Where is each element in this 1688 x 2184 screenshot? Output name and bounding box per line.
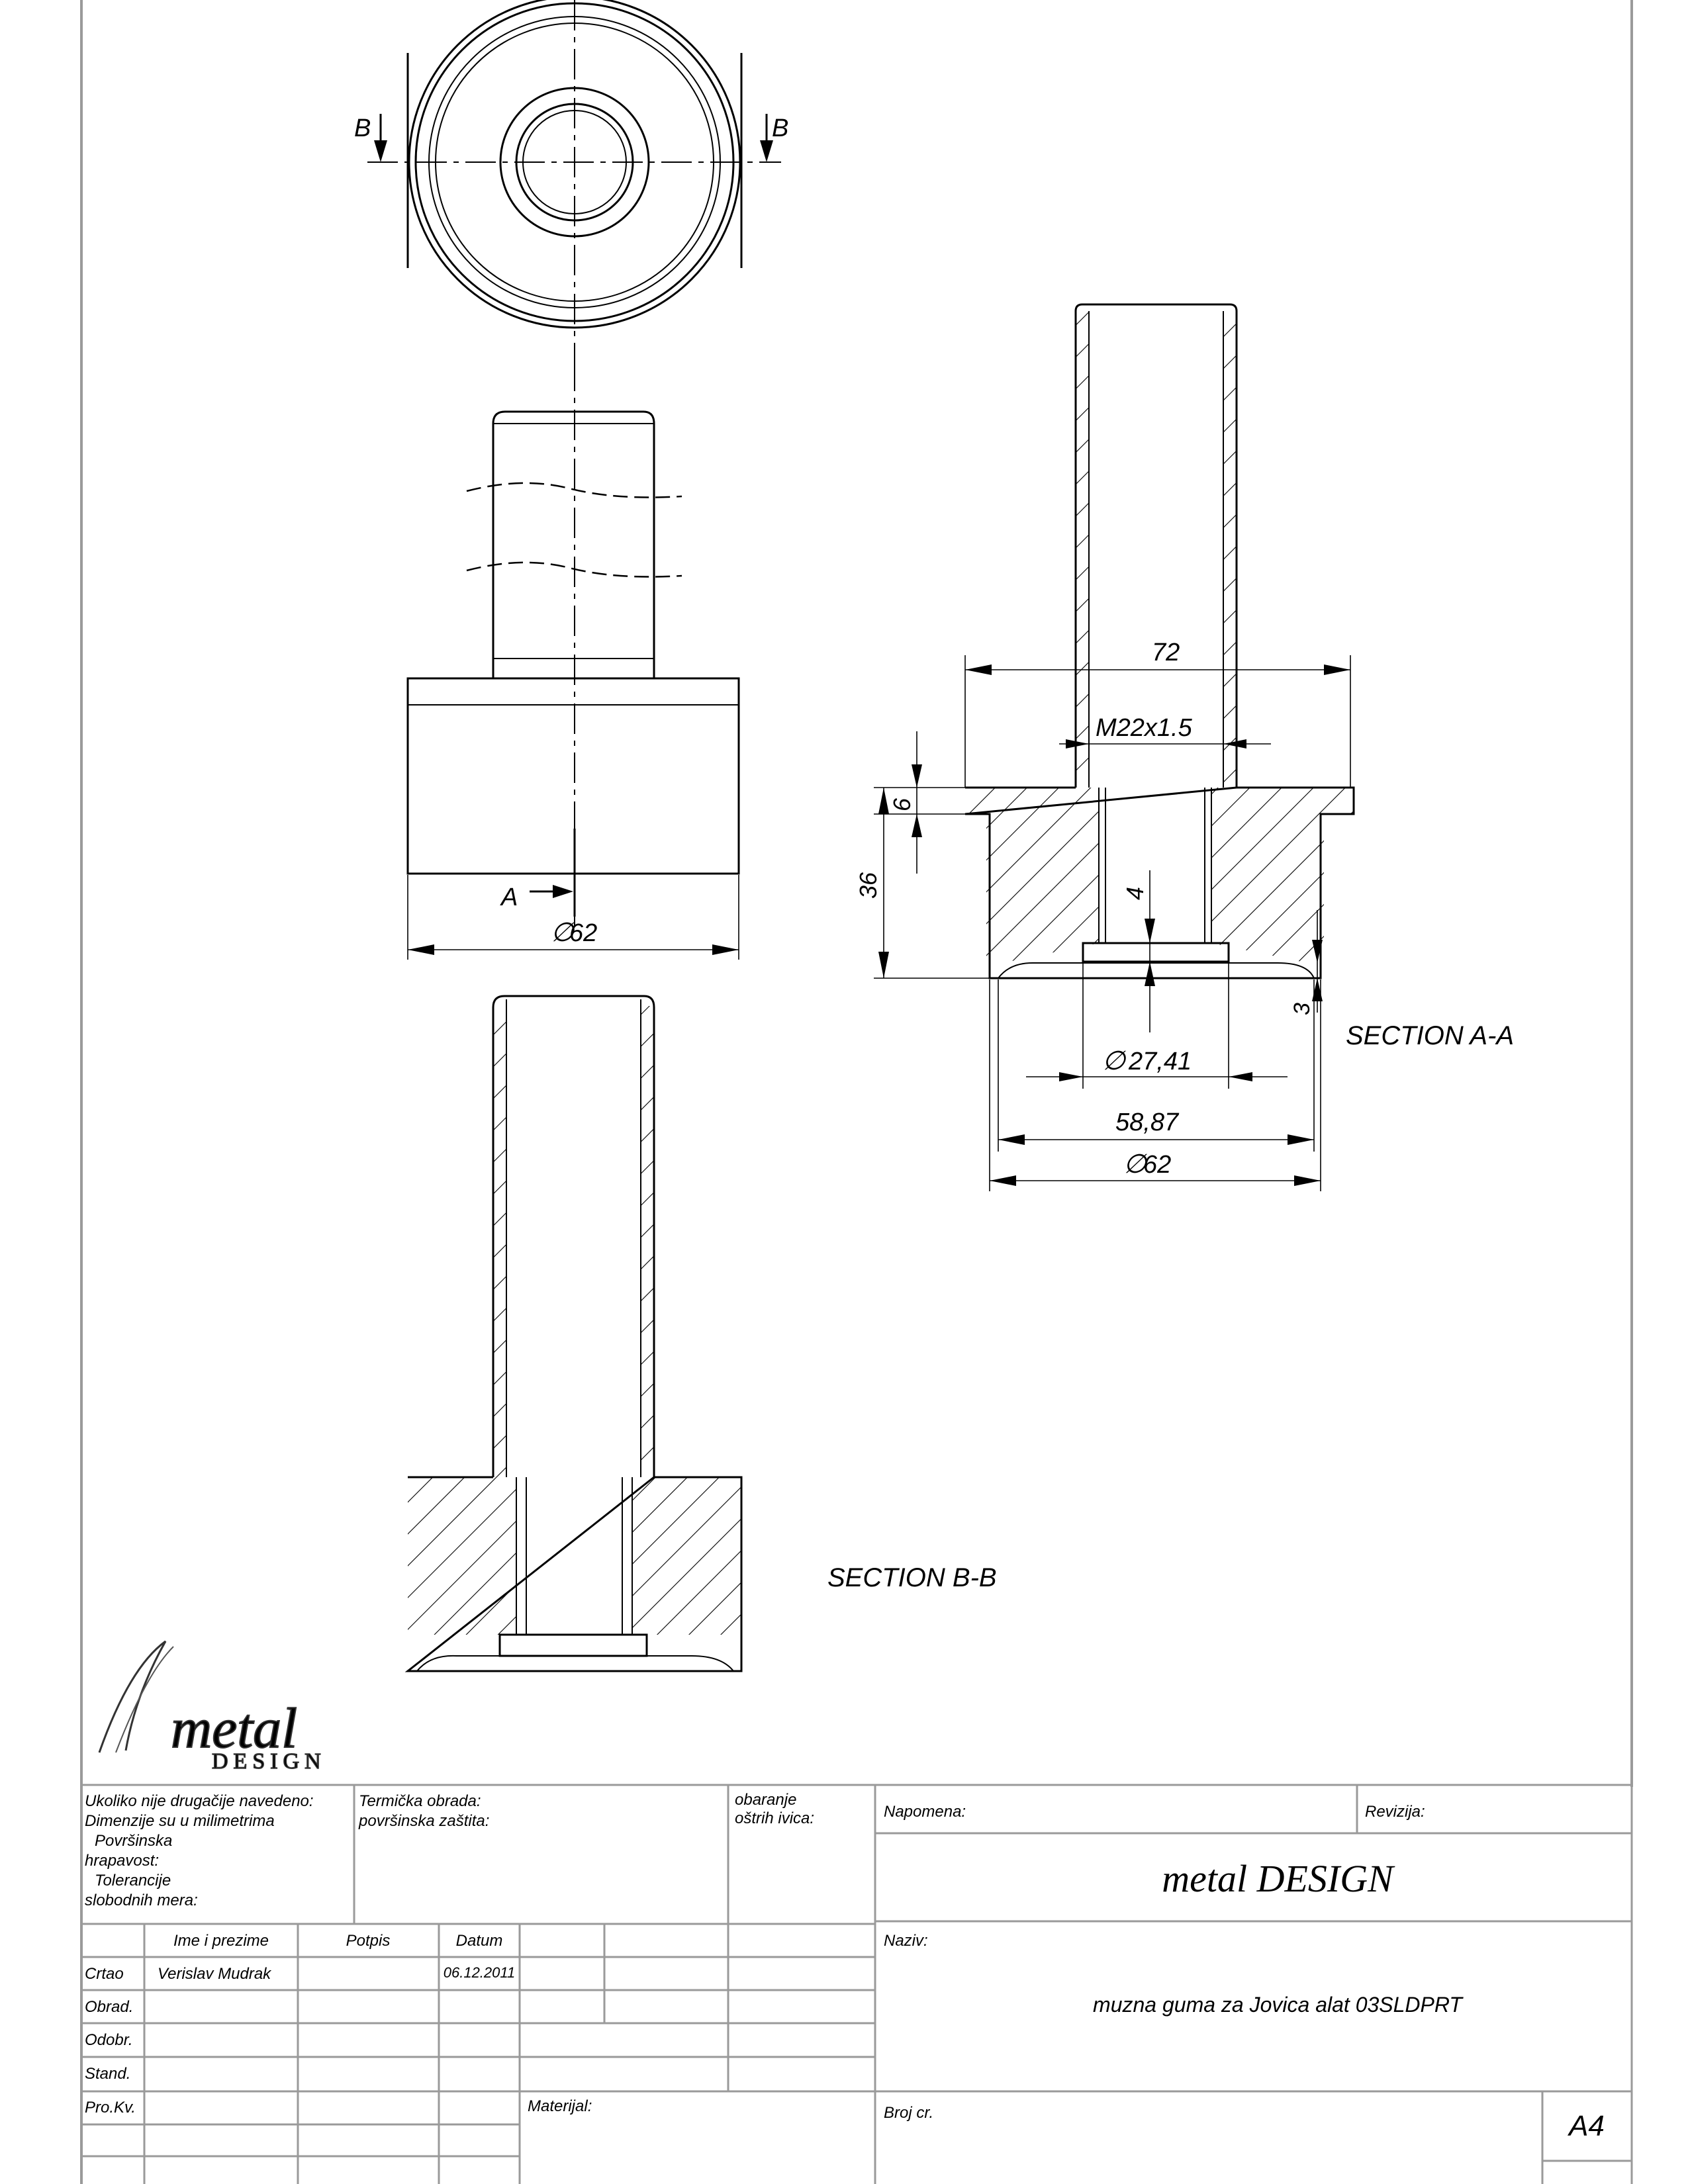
metal-design-logo: metal DESIGN: [98, 1640, 326, 1774]
edges-label-2: oštrih ivica:: [735, 1809, 814, 1827]
naziv-label: Naziv:: [884, 1932, 928, 1950]
edges-label-1: obaranje: [735, 1791, 796, 1809]
section-diameter-value: 62: [1143, 1151, 1171, 1179]
flange-height-value: 6: [888, 797, 915, 811]
notes-line1: Ukoliko nije drugačije navedeno:: [85, 1792, 314, 1810]
bore-diameter-dimension: [1026, 962, 1288, 1089]
front-view: [406, 410, 740, 875]
bore-diameter-symbol: ∅: [1102, 1046, 1127, 1075]
drawn-date: 06.12.2011: [444, 1964, 515, 1981]
front-diameter-dimension: [407, 875, 739, 960]
title-block-grid: [81, 1784, 1633, 2184]
row-checked: Obrad.: [85, 1998, 133, 2016]
front-diameter-value: 62: [569, 919, 597, 947]
thread-value: M22x1.5: [1096, 714, 1193, 742]
total-height-value: 36: [855, 872, 882, 899]
part-name: muzna guma za Jovica alat 03SLDPRT: [1093, 1993, 1464, 2017]
bore-diameter-value: 27,41: [1128, 1048, 1192, 1075]
section-a-cut-marker: [530, 829, 576, 917]
notes-line4: hrapavost:: [85, 1852, 159, 1870]
sheet-size: A4: [1567, 2110, 1605, 2142]
section-b-label: SECTION B-B: [827, 1563, 997, 1592]
logo-word: metal: [171, 1696, 297, 1760]
section-a-view: [964, 303, 1355, 979]
width-72-value: 72: [1152, 639, 1180, 666]
bottom-recess-value: 3: [1289, 1003, 1315, 1015]
company-name: metal DESIGN: [1162, 1857, 1395, 1900]
inner-diameter-dimension: [998, 979, 1315, 1152]
thread-dimension: [1059, 728, 1271, 788]
notes-line5: Tolerancije: [95, 1872, 171, 1889]
notes-line6: slobodnih mera:: [85, 1891, 198, 1909]
front-diameter-symbol: ∅: [551, 918, 575, 947]
drawn-by: Verislav Mudrak: [158, 1965, 272, 1983]
row-approved: Odobr.: [85, 2031, 132, 2049]
section-b-view: [404, 995, 743, 1672]
cut-label-b-right: B: [772, 114, 788, 142]
top-view-flats: [397, 0, 752, 361]
total-height-dimension: [874, 788, 990, 979]
section-diameter-symbol: ∅: [1123, 1150, 1148, 1179]
cut-label-a: A: [500, 884, 518, 911]
notes-line2: Dimenzije su u milimetrima: [85, 1812, 275, 1830]
bottom-recess-dimension: [1312, 910, 1323, 1013]
header-signature: Potpis: [346, 1932, 391, 1950]
row-pro: Pro.Kv.: [85, 2099, 136, 2116]
drawing-border: [80, 0, 1633, 2184]
materijal-label: Materijal:: [528, 2097, 592, 2115]
row-standard: Stand.: [85, 2065, 130, 2083]
revizija-label: Revizija:: [1365, 1803, 1425, 1821]
section-diameter-dimension: [989, 979, 1321, 1191]
general-notes: Ukoliko nije drugačije navedeno: Dimenzi…: [85, 1792, 314, 1909]
flange-height-dimension: [874, 731, 965, 874]
heat-treatment-label: Termička obrada:: [359, 1792, 481, 1810]
inner-diameter-value: 58,87: [1115, 1109, 1180, 1136]
napomena-label: Napomena:: [884, 1803, 966, 1821]
cut-label-b-left: B: [354, 114, 371, 142]
section-a-label: SECTION A-A: [1346, 1021, 1514, 1050]
notes-line3: Površinska: [95, 1832, 172, 1850]
header-name: Ime i prezime: [173, 1932, 269, 1950]
bore-depth-value: 4: [1121, 887, 1149, 900]
width-72-dimension: [964, 655, 1351, 788]
header-date: Datum: [456, 1932, 503, 1950]
section-b-cut-marker: [374, 114, 773, 162]
broj-label: Broj cr.: [884, 2104, 933, 2122]
surface-protection-label: površinska zaštita:: [358, 1812, 489, 1830]
logo-sub: DESIGN: [212, 1749, 326, 1774]
row-drawn: Crtao: [85, 1965, 124, 1983]
bore-depth-dimension: [1145, 870, 1155, 1032]
